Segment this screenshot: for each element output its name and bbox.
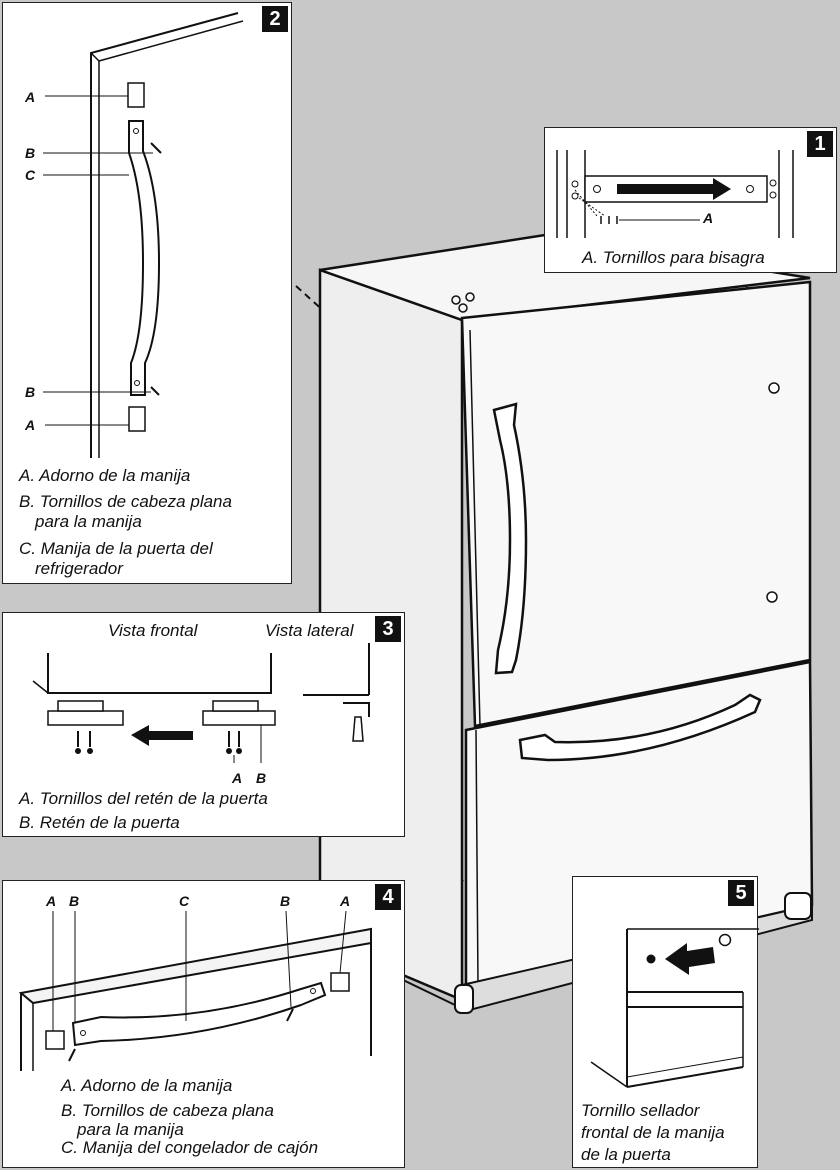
- label-b: B: [25, 384, 36, 400]
- panel-5-sealing-screw: 5 Tornillo sellador frontal de la manija…: [572, 876, 759, 1168]
- panel-5-caption-line-3: de la puerta: [581, 1145, 671, 1164]
- panel-5-caption-line-2: frontal de la manija: [581, 1123, 725, 1142]
- panel-1-caption: A. Tornillos para bisagra: [582, 248, 765, 267]
- panel-number-badge: 1: [807, 131, 833, 157]
- label-a: A: [25, 417, 36, 433]
- panel-2-caption-a: A. Adorno de la manija: [19, 466, 191, 485]
- label-a: A: [340, 893, 351, 909]
- label-c: C: [25, 167, 36, 183]
- panel-2-fridge-handle: 2 A B C B A A. Adorno de la manija B. To…: [2, 2, 292, 584]
- label-b: B: [256, 770, 267, 786]
- panel-number-badge: 4: [375, 884, 401, 910]
- panel-3-door-stop: 3 Vista frontal Vista lateral A B A. Tor…: [2, 612, 405, 837]
- refrigerator-door: [460, 280, 812, 728]
- side-view-label: Vista lateral: [265, 621, 354, 640]
- door-stop-diagram: [32, 643, 370, 763]
- label-c: C: [179, 893, 190, 909]
- fridge-door-handle: [492, 402, 528, 675]
- panel-4-caption-a: A. Adorno de la manija: [61, 1076, 233, 1095]
- panel-4-freezer-handle: 4 A B C B A A. Adorno de la manija B. To…: [2, 880, 405, 1168]
- label-a: A: [25, 89, 36, 105]
- panel-1-hinge-screws: 1 A A. Tornillos para bisagra: [544, 127, 837, 273]
- label-a: A: [703, 210, 714, 226]
- panel-3-caption-b: B. Retén de la puerta: [19, 813, 180, 832]
- panel-2-caption-c-cont: refrigerador: [35, 559, 123, 578]
- label-b: B: [69, 893, 80, 909]
- fridge-top: [319, 233, 811, 322]
- panel-number-badge: 3: [375, 616, 401, 642]
- panel-4-caption-c: C. Manija del congelador de cajón: [61, 1138, 319, 1157]
- label-b: B: [25, 145, 36, 161]
- panel-4-caption-b: B. Tornillos de cabeza plana: [61, 1101, 274, 1120]
- front-view-label: Vista frontal: [108, 621, 198, 640]
- freezer-handle-diagram: [18, 910, 372, 1071]
- arrow-left-icon: [131, 725, 193, 746]
- label-b: B: [280, 893, 291, 909]
- panel-4-caption-b-cont: para la manija: [77, 1120, 184, 1139]
- hinge-diagram: [556, 150, 794, 238]
- panel-2-caption-b: B. Tornillos de cabeza plana: [19, 492, 232, 511]
- fridge-handle-diagram: [43, 12, 244, 458]
- arrow-left-icon: [665, 943, 715, 975]
- sealing-screw-diagram: [590, 928, 759, 1088]
- panel-number-badge: 5: [728, 880, 754, 906]
- panel-2-caption-b-cont: para la manija: [35, 512, 142, 531]
- label-a: A: [232, 770, 243, 786]
- freezer-drawer-handle: [518, 693, 762, 762]
- panel-3-caption-a: A. Tornillos del retén de la puerta: [19, 789, 268, 808]
- panel-5-caption-line-1: Tornillo sellador: [581, 1101, 700, 1120]
- panel-2-caption-c: C. Manija de la puerta del: [19, 539, 213, 558]
- arrow-right-icon: [617, 178, 731, 200]
- panel-number-badge: 2: [262, 6, 288, 32]
- label-a: A: [46, 893, 57, 909]
